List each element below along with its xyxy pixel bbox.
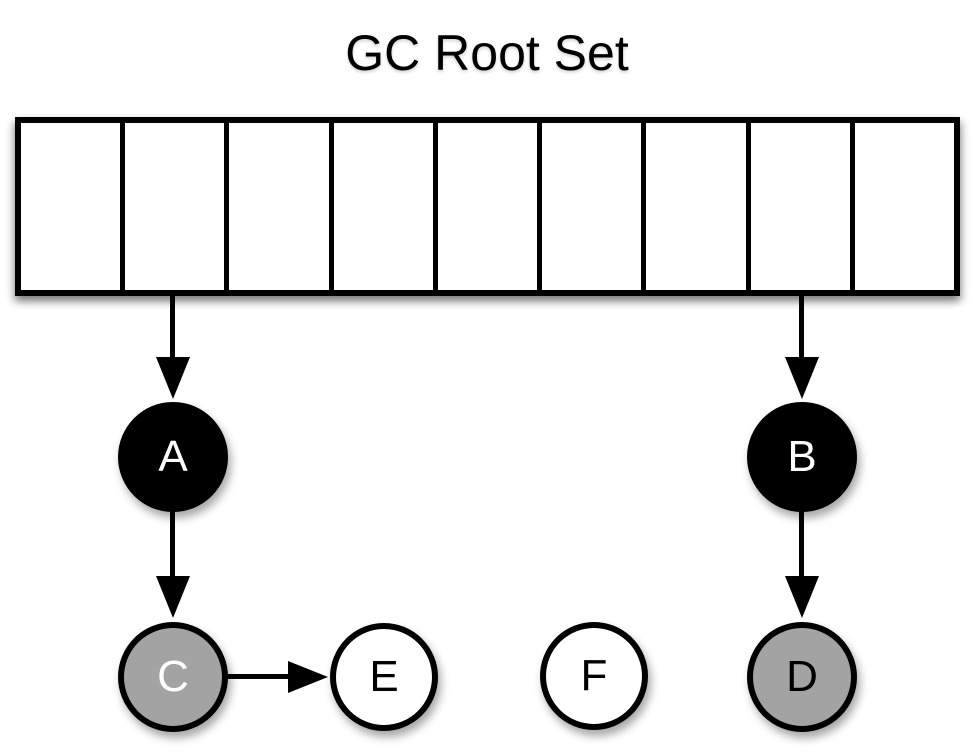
node-b: B <box>747 402 857 512</box>
node-c-label: C <box>157 652 189 701</box>
node-c: C <box>118 622 228 732</box>
edge-rootset-to-b-arrowhead-icon <box>785 357 819 399</box>
root-set-cell-2 <box>125 123 230 290</box>
diagram-title: GC Root Set <box>345 25 629 81</box>
edge-c-to-e-line <box>228 674 290 679</box>
edge-rootset-to-a-line <box>170 296 175 359</box>
node-a-label: A <box>158 432 188 481</box>
edge-a-to-c-line <box>170 510 175 578</box>
root-set-cell-6 <box>542 123 647 290</box>
node-f-label: F <box>580 651 608 700</box>
node-e-label: E <box>369 652 399 701</box>
root-set-cell-5 <box>437 123 543 290</box>
edge-rootset-to-b-line <box>799 296 804 359</box>
root-set-cell-9 <box>854 123 954 290</box>
edge-b-to-d-line <box>799 511 804 578</box>
node-d-label: D <box>786 652 818 701</box>
edge-a-to-c-arrowhead-icon <box>156 576 190 618</box>
edge-b-to-d-arrowhead-icon <box>785 576 819 618</box>
node-f: F <box>540 622 648 730</box>
node-e: E <box>330 623 438 731</box>
edge-rootset-to-a-arrowhead-icon <box>156 357 190 399</box>
root-set-cell-4 <box>333 123 438 290</box>
gc-root-set-array <box>15 117 960 296</box>
node-b-label: B <box>787 432 817 481</box>
node-a: A <box>118 402 228 512</box>
edge-c-to-e-arrowhead-icon <box>288 661 328 693</box>
node-d: D <box>747 622 857 732</box>
root-set-cell-8 <box>750 123 855 290</box>
root-set-cell-1 <box>21 123 126 290</box>
root-set-cell-7 <box>646 123 751 290</box>
root-set-cell-3 <box>229 123 334 290</box>
